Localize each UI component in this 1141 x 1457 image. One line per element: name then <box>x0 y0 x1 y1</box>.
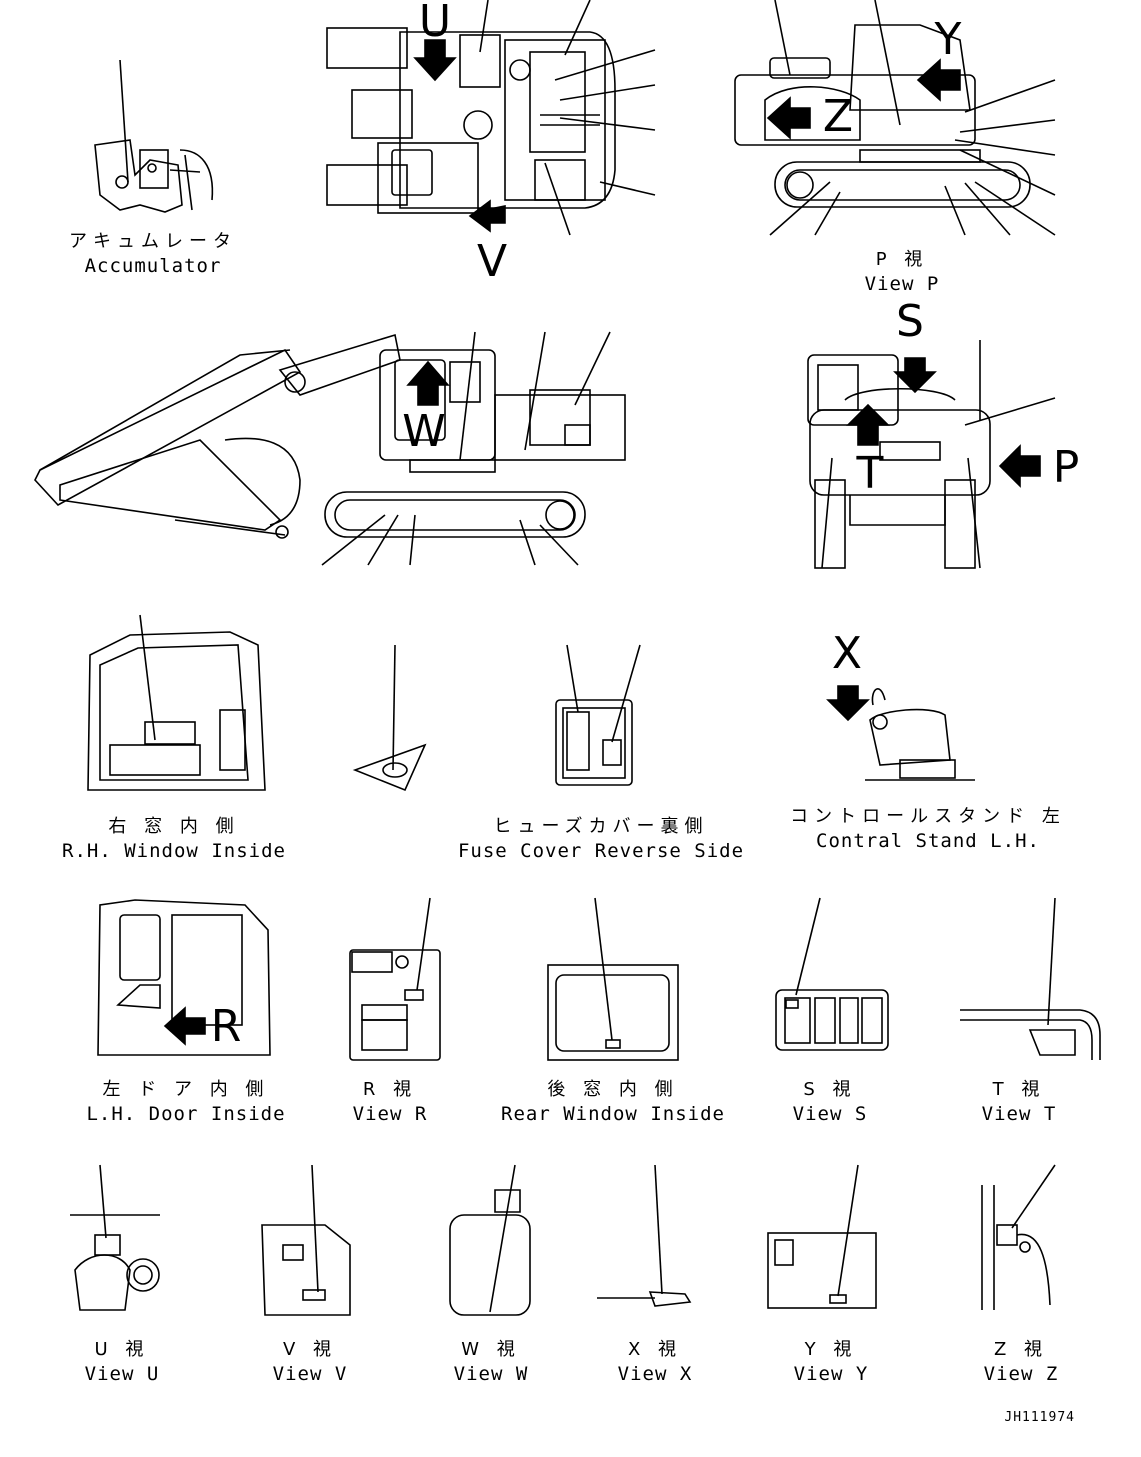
view-y-detail <box>767 1164 877 1309</box>
view-x-detail <box>597 1164 692 1307</box>
letter-u: U <box>418 0 452 47</box>
view-s-detail <box>775 897 889 1051</box>
excavator-side-view <box>34 331 626 566</box>
view-u-detail <box>70 1164 160 1311</box>
letter-t: T <box>856 448 884 499</box>
view-z-detail <box>981 1164 1056 1310</box>
rh-window-detail <box>87 614 266 791</box>
drawing-code: JH111974 <box>1004 1410 1075 1425</box>
fuse-cover-detail <box>555 644 641 786</box>
letter-x: X <box>831 628 863 679</box>
lh-door-detail <box>97 899 271 1056</box>
letter-z: Z <box>822 91 854 142</box>
triangle-detail <box>352 644 427 792</box>
rear-window-detail <box>547 897 679 1061</box>
letter-y: Y <box>934 14 962 65</box>
view-w-detail <box>449 1164 531 1316</box>
rear-view <box>807 340 1056 569</box>
view-t-detail <box>960 897 1101 1060</box>
view-r-detail <box>349 897 441 1061</box>
letter-r: R <box>210 1001 242 1052</box>
letter-s: S <box>896 296 924 347</box>
accumulator-detail <box>94 59 214 213</box>
top-plan-view <box>326 0 656 236</box>
letter-w: W <box>402 406 446 457</box>
view-v-detail <box>261 1164 351 1316</box>
right-side-view <box>734 0 1056 236</box>
letter-p: P <box>1052 442 1080 493</box>
control-stand-detail <box>826 685 975 781</box>
letter-v: V <box>476 236 508 287</box>
